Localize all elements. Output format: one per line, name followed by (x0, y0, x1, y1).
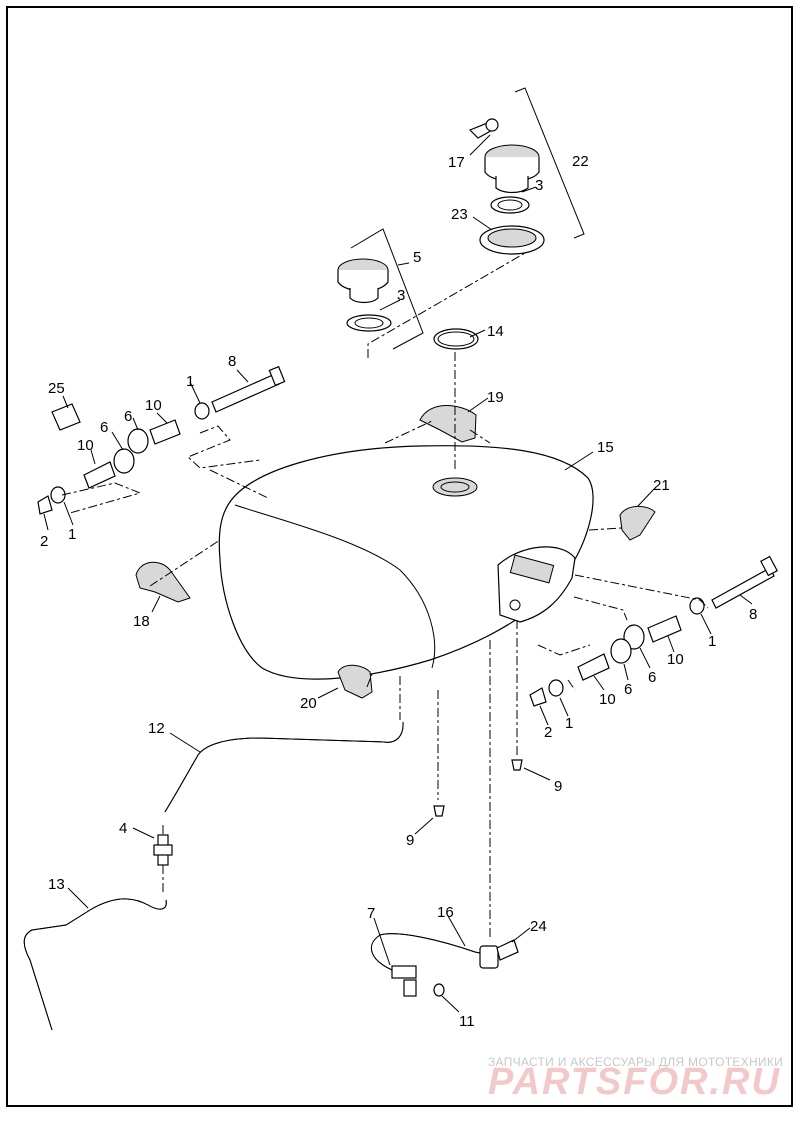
callout-9: 9 (554, 778, 562, 795)
fuel-valve-4 (153, 834, 173, 866)
key-icon (468, 118, 499, 139)
callout-1: 1 (708, 633, 716, 650)
watermark: ЗАПЧАСТИ И АКСЕССУАРЫ ДЛЯ МОТОТЕХНИКИ PA… (488, 1055, 783, 1103)
callout-23: 23 (451, 206, 468, 223)
bracket-20 (337, 664, 373, 699)
bolt-8-rear (711, 567, 775, 609)
elbow-fitting-24 (479, 939, 519, 969)
bracket-18 (135, 561, 191, 603)
callout-6: 6 (624, 681, 632, 698)
leader-lines (43, 134, 753, 1013)
callout-10: 10 (599, 691, 616, 708)
locking-fuel-cap-assembly (468, 87, 585, 255)
callout-3: 3 (535, 177, 543, 194)
callout-22: 22 (572, 153, 589, 170)
watermark-brand: PARTSFOR.RU (488, 1061, 781, 1103)
callout-17: 17 (448, 154, 465, 171)
callout-6: 6 (648, 669, 656, 686)
callout-1: 1 (68, 526, 76, 543)
oring-11 (433, 983, 445, 997)
watermark-tagline: ЗАПЧАСТИ И АКСЕССУАРЫ ДЛЯ МОТОТЕХНИКИ (488, 1055, 783, 1069)
nut-2-front (37, 495, 53, 515)
cap-gasket (490, 196, 530, 214)
callout-3: 3 (397, 287, 405, 304)
screw-9-right (511, 759, 523, 771)
callout-8: 8 (228, 353, 236, 370)
callout-7: 7 (367, 905, 375, 922)
callout-10: 10 (145, 397, 162, 414)
callout-6: 6 (124, 408, 132, 425)
callout-9: 9 (406, 832, 414, 849)
assembly-lines (61, 252, 709, 940)
callout-19: 19 (487, 389, 504, 406)
front-mount-hardware (37, 365, 286, 515)
callout-5: 5 (413, 249, 421, 266)
tank-filler-neck (432, 477, 478, 497)
callout-24: 24 (530, 918, 547, 935)
diagram-frame (6, 6, 793, 1107)
callout-12: 12 (148, 720, 165, 737)
callout-10: 10 (77, 437, 94, 454)
callout-1: 1 (565, 715, 573, 732)
callout-1: 1 (186, 373, 194, 390)
vent-gasket (346, 314, 392, 332)
callout-4: 4 (119, 820, 127, 837)
callout-8: 8 (749, 606, 757, 623)
rear-mount-hardware (529, 555, 778, 707)
callout-14: 14 (487, 323, 504, 340)
callout-labels: 17 22 3 23 5 3 14 8 25 1 10 6 6 10 19 15… (40, 153, 757, 1030)
front-bracket-19 (419, 405, 477, 443)
callout-2: 2 (544, 724, 552, 741)
fitting-7 (391, 965, 417, 997)
callout-20: 20 (300, 695, 317, 712)
callout-16: 16 (437, 904, 454, 921)
vent-cap-assembly (337, 228, 424, 350)
callout-15: 15 (597, 439, 614, 456)
fuel-tank (218, 445, 594, 680)
sleeve-25 (51, 403, 81, 431)
nut-2-rear (529, 687, 547, 707)
callout-18: 18 (133, 613, 150, 630)
hose-clamp (433, 328, 479, 350)
callout-11: 11 (459, 1013, 475, 1030)
callout-10: 10 (667, 651, 684, 668)
callout-13: 13 (48, 876, 65, 893)
callout-2: 2 (40, 533, 48, 550)
callout-21: 21 (653, 477, 670, 494)
screw-9-left (433, 805, 445, 817)
callout-25: 25 (48, 380, 65, 397)
callout-6: 6 (100, 419, 108, 436)
fuel-line-12 (164, 721, 404, 813)
bracket-21 (619, 505, 656, 541)
